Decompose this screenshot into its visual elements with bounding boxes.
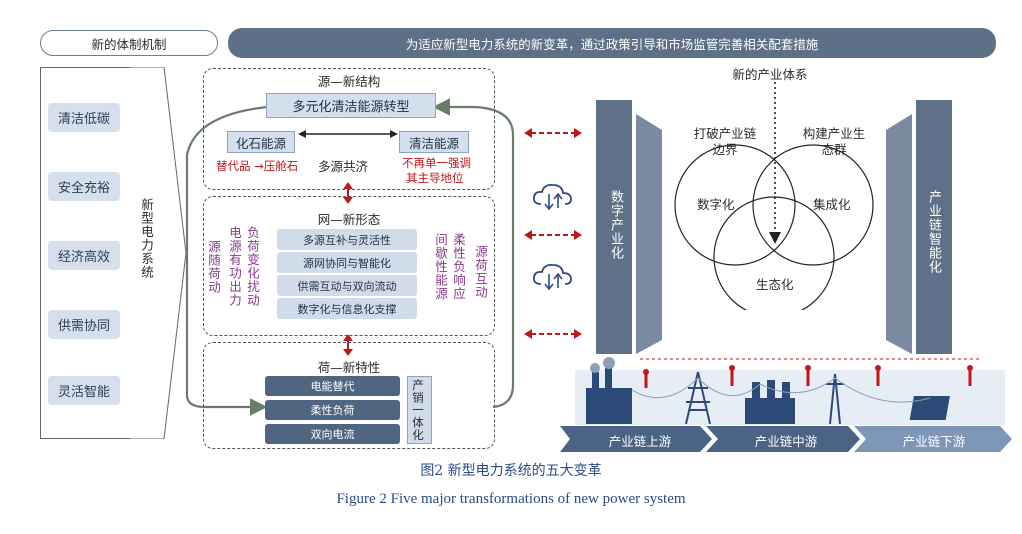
- venn-diagram: [674, 144, 874, 310]
- transform-label: 多元化清洁能源转型: [292, 100, 410, 115]
- break-chain-label: 打破产业链边界: [693, 126, 757, 157]
- policy-banner-text: 为适应新型电力系统的新变革，通过政策引导和市场监管完善相关配套措施: [405, 36, 819, 52]
- bidirectional-arrow: [298, 130, 398, 138]
- load-title: 荷—新特性: [317, 360, 381, 375]
- chain-upstream: 产业链上游: [608, 434, 672, 449]
- power-grid-scene: [575, 357, 1005, 425]
- policy-banner: 为适应新型电力系统的新变革，通过政策引导和市场监管完善相关配套措施: [228, 28, 996, 58]
- fossil-label: 化石能源: [235, 135, 286, 151]
- grid-item-label: 数字化与信息化支撑: [297, 302, 397, 316]
- goal-label: 灵活智能: [57, 385, 110, 400]
- fossil-box: 化石能源: [227, 131, 295, 153]
- goal-item: 安全充裕: [48, 172, 120, 201]
- load-section: [203, 342, 495, 449]
- dotted-down-arrow: [769, 82, 781, 244]
- venn-integration: 集成化: [813, 197, 851, 212]
- grid-left-col-2: 电源有功出力: [227, 226, 242, 307]
- goal-item: 供需协同: [48, 310, 120, 339]
- caption-zh: 图2 新型电力系统的五大变革: [420, 463, 602, 479]
- goal-label: 供需协同: [57, 319, 110, 334]
- clean-note-1: 不再单一强调: [402, 156, 471, 170]
- goal-item: 灵活智能: [48, 376, 120, 405]
- caption-en: Figure 2 Five major transformations of n…: [336, 491, 686, 507]
- grid-item-label: 供需互动与双向流动: [297, 279, 397, 293]
- clean-box: 清洁能源: [399, 131, 469, 153]
- chain-midstream: 产业链中游: [754, 434, 818, 449]
- red-horizontal-arrow: [524, 230, 582, 240]
- red-vertical-arrow: [343, 334, 353, 356]
- mechanism-pill-label: 新的体制机制: [91, 36, 167, 52]
- load-item: 电能替代: [265, 376, 400, 396]
- grid-title: 网—新形态: [317, 212, 381, 227]
- grid-left-col-3: 源随荷动: [206, 240, 221, 294]
- goal-label: 清洁低碳: [57, 112, 110, 127]
- build-eco-label: 构建产业生态群: [802, 126, 866, 157]
- grid-item: 多源互补与灵活性: [277, 229, 417, 250]
- grid-item: 供需互动与双向流动: [277, 275, 417, 296]
- transform-box: 多元化清洁能源转型: [266, 93, 436, 118]
- goal-label: 经济高效: [57, 250, 110, 265]
- grid-right-col-3: 源荷互动: [473, 245, 488, 299]
- multi-source-label: 多源共济: [318, 159, 369, 174]
- industry-title: 新的产业体系: [732, 67, 808, 82]
- grid-item: 源网协同与智能化: [277, 252, 417, 273]
- goal-label: 安全充裕: [57, 181, 110, 196]
- load-item-label: 电能替代: [310, 380, 355, 393]
- load-item-label: 柔性负荷: [310, 404, 355, 417]
- grid-item: 数字化与信息化支撑: [277, 298, 417, 319]
- clean-label: 清洁能源: [408, 135, 459, 151]
- chain-downstream: 产业链下游: [902, 434, 966, 449]
- load-item: 柔性负荷: [265, 400, 400, 420]
- grid-item-label: 源网协同与智能化: [303, 256, 391, 270]
- loop-arrows: [185, 98, 515, 416]
- goal-item: 清洁低碳: [48, 103, 120, 132]
- prosumer-label: 产销一体化: [411, 379, 425, 442]
- cloud-sync-icon: [532, 263, 572, 291]
- red-horizontal-arrow: [524, 128, 582, 138]
- grid-right-col-1: 柔性负响应: [451, 233, 466, 301]
- fossil-note: 替代品 →压舱石: [216, 159, 299, 173]
- grid-left-col-1: 负荷变化扰动: [245, 226, 260, 307]
- left-pillar-label: 数字产业化: [608, 190, 623, 260]
- chain-flow: [560, 426, 1012, 452]
- system-label: 新型电力系统: [139, 198, 154, 279]
- grid-right-col-2: 间歇性能源: [433, 233, 448, 301]
- red-vertical-arrow: [343, 182, 353, 204]
- cloud-sync-icon: [532, 183, 572, 211]
- venn-ecology: 生态化: [756, 277, 794, 292]
- left-pillar: [596, 100, 662, 354]
- right-pillar-label: 产业链智能化: [926, 190, 941, 274]
- mechanism-pill: 新的体制机制: [40, 30, 218, 56]
- clean-note-2: 其主导地位: [406, 171, 464, 185]
- red-horizontal-arrow: [524, 329, 582, 339]
- right-pillar: [886, 100, 952, 354]
- venn-digital: 数字化: [697, 197, 735, 212]
- load-item-label: 双向电流: [310, 428, 355, 441]
- load-item: 双向电流: [265, 424, 400, 444]
- grid-section: [203, 196, 495, 336]
- grid-item-label: 多源互补与灵活性: [303, 233, 391, 247]
- source-title: 源—新结构: [317, 74, 381, 89]
- prosumer-box: [407, 376, 432, 444]
- goal-item: 经济高效: [48, 241, 120, 270]
